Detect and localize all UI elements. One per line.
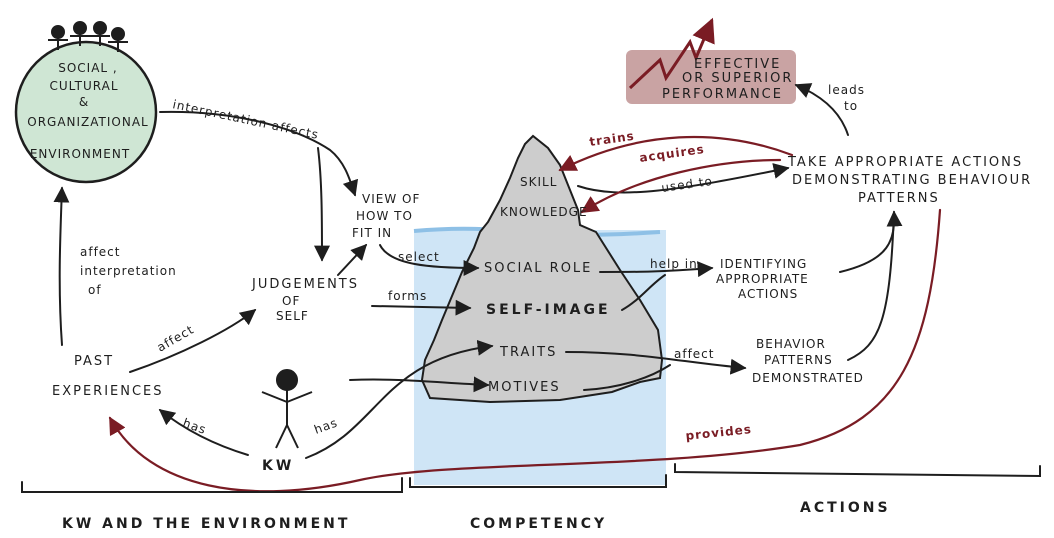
section-middle-title: COMPETENCY <box>470 516 607 532</box>
bracket-middle <box>409 474 667 488</box>
iceberg-shape <box>420 134 664 404</box>
performance-box <box>626 50 796 104</box>
section-right-title: ACTIONS <box>800 500 891 516</box>
take-action-line: DEMONSTRATING BEHAVIOUR <box>792 173 1032 188</box>
judgements-line: SELF <box>276 309 309 323</box>
view-line: VIEW OF <box>362 192 420 206</box>
identifying-line: IDENTIFYING <box>720 257 807 271</box>
behavior-line: BEHAVIOR <box>756 337 826 351</box>
judgements-line: OF <box>282 294 300 308</box>
edge-label-select: select <box>398 250 440 264</box>
edge-label-trains: trains <box>588 129 635 149</box>
edge-behavior-take <box>847 211 895 361</box>
section-left-title: KW AND THE ENVIRONMENT <box>62 516 350 532</box>
edge-label-affect2: affect <box>674 347 715 361</box>
growth-arrow-icon <box>628 17 715 90</box>
edge-identifying-take <box>839 210 903 273</box>
edge-label-forms: forms <box>388 289 427 303</box>
edge-provides <box>108 208 942 493</box>
edge-label-affect-interpretation: of <box>88 283 102 297</box>
effective-line: PERFORMANCE <box>662 87 783 102</box>
self-image-label: SELF-IMAGE <box>486 302 611 318</box>
environment-line: & <box>79 95 89 109</box>
environment-circle <box>14 40 158 184</box>
identifying-line: APPROPRIATE <box>716 272 809 286</box>
kw-label: KW <box>262 458 294 474</box>
edge-label-interpretation-affects: interpretation affects <box>171 97 320 142</box>
social-role-label: SOCIAL ROLE <box>484 261 592 276</box>
edge-label-help-in: help in <box>650 257 698 271</box>
edge-judgements-view <box>337 243 368 276</box>
view-line: FIT IN <box>352 226 392 240</box>
edge-label-affect-interpretation: interpretation <box>80 264 177 278</box>
edge-take-performance <box>794 83 849 136</box>
behavior-line: PATTERNS <box>764 353 833 367</box>
environment-line: ORGANIZATIONAL <box>27 115 149 129</box>
person-icon <box>261 369 313 449</box>
edge-motives-behavior <box>583 364 671 391</box>
view-line: HOW TO <box>356 209 413 223</box>
environment-line: CULTURAL <box>49 79 118 93</box>
take-action-line: TAKE APPROPRIATE ACTIONS <box>787 155 1023 170</box>
edge-label-leads-to: to <box>844 99 858 113</box>
judgements-line: JUDGEMENTS <box>251 277 359 292</box>
past-line: EXPERIENCES <box>52 384 164 399</box>
traits-label: TRAITS <box>499 345 557 360</box>
edge-view-socialrole <box>379 244 480 276</box>
motives-label: MOTIVES <box>488 380 561 395</box>
environment-line: ENVIRONMENT <box>30 147 130 161</box>
bracket-right <box>674 463 1041 478</box>
take-action-line: PATTERNS <box>858 191 940 206</box>
bracket-left <box>21 477 403 493</box>
edge-kw-motives <box>349 376 490 393</box>
environment-line: SOCIAL , <box>58 61 118 75</box>
edge-past-judgements <box>129 309 257 373</box>
edge-label-provides: provides <box>685 422 753 443</box>
edge-kw-traits <box>305 339 494 459</box>
skill-label: SKILL <box>520 175 557 189</box>
edge-affect-behavior <box>565 351 747 375</box>
edge-kw-past <box>158 409 249 456</box>
edge-trains <box>558 135 794 172</box>
edge-label-affect-interpretation: affect <box>80 245 121 259</box>
edge-used-to <box>577 163 790 194</box>
edge-acquires <box>580 158 782 214</box>
edge-past-environment <box>53 186 70 346</box>
environment-label: SOCIAL , CULTURAL & ORGANIZATIONAL ENVIR… <box>27 61 149 161</box>
edge-help-in <box>599 261 714 278</box>
past-line: PAST <box>74 354 114 369</box>
edge-interpretation-affects <box>159 110 359 197</box>
edge-to-judgements <box>313 147 330 262</box>
behavior-line: DEMONSTRATED <box>752 371 864 385</box>
edge-label-has2: has <box>312 415 340 436</box>
edge-label-used-to: used to <box>660 174 713 195</box>
edge-label-affect: affect <box>155 322 197 354</box>
effective-line: EFFECTIVE <box>694 57 781 72</box>
edge-label-leads-to: leads <box>828 83 865 97</box>
effective-line: OR SUPERIOR <box>682 71 793 86</box>
edge-forms-selfimage <box>371 299 472 316</box>
edge-label-acquires: acquires <box>638 142 705 165</box>
people-icon <box>48 21 128 52</box>
identifying-line: ACTIONS <box>738 287 798 301</box>
edge-selfimage-help <box>621 274 666 311</box>
knowledge-label: KNOWLEDGE <box>500 205 588 219</box>
